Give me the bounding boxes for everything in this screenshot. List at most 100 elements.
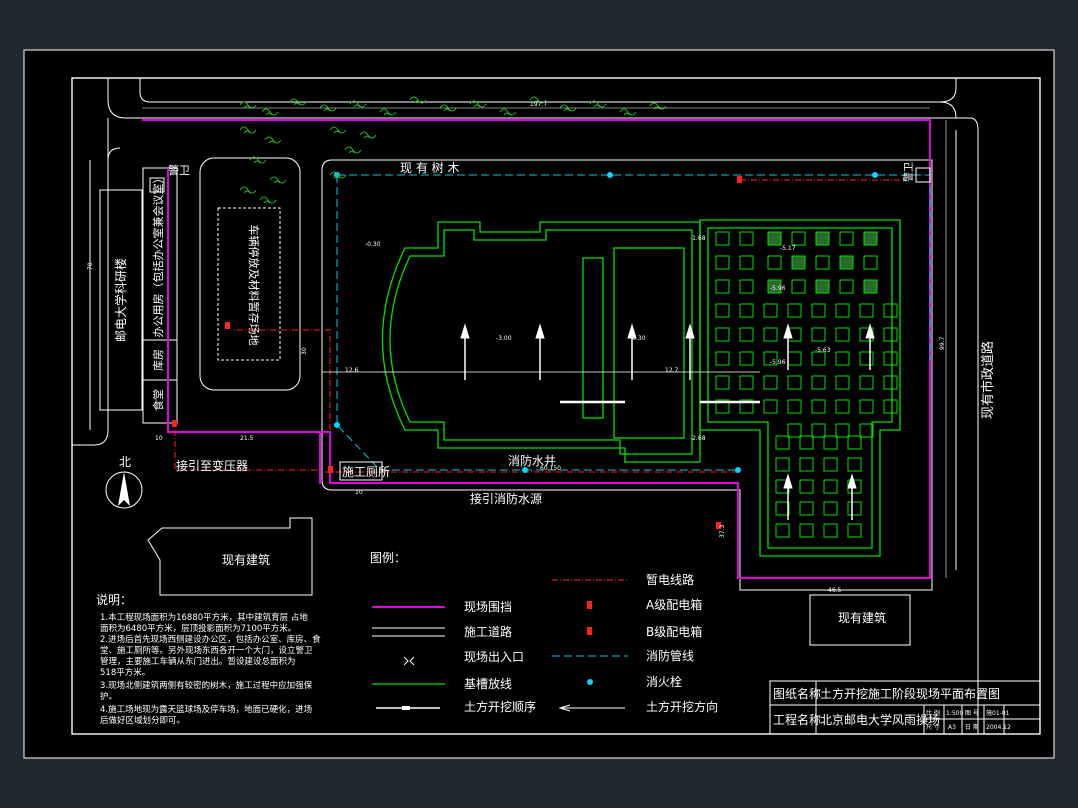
dim-se: 46.5 [828,587,842,594]
parking-outline [199,157,301,391]
note-line: 后做好区域划分即可。 [100,715,185,726]
trees-label: 现 有 树 木 [400,160,459,175]
pit-cell [787,303,802,318]
pit-cell [799,457,814,472]
pit-cell [739,375,754,390]
pit-cell [815,231,830,246]
dim-park: 30 [301,347,308,355]
tree-icon [409,96,427,104]
pit-cell [859,399,874,414]
dim-gate-r: 60.150 [540,465,561,472]
pit-cell [883,375,898,390]
pit-cell [823,457,838,472]
pit-cell [715,351,730,366]
legend-label-fire-pipe: 消防管线 [646,648,694,663]
legend-swatch-hydrant [587,679,593,685]
pit-cell [787,423,802,438]
pit-cell [811,399,826,414]
tree-icon [261,108,279,116]
legend-label-hydrant: 消火栓 [646,674,682,689]
pit-cell [715,327,730,342]
level-7: -2.68 [690,435,706,442]
pit-cell [883,303,898,318]
west-building [99,189,143,411]
tree-icon [349,100,367,108]
tb-scale-label: 比 例 [926,709,940,717]
pit-cell [715,375,730,390]
pit-cell [767,279,782,294]
dimensions: 197.7 99.7 46.5 21.5 10 37.3 -0.30 -3.00… [87,101,947,594]
pit-cell [811,303,826,318]
north-label: 北 [119,455,131,469]
level-8: -5.17 [780,245,796,252]
pit-cell [815,255,830,270]
toilet-label: 施工厕所 [342,465,390,479]
pit-cell [763,399,778,414]
fire-pipe [336,174,931,471]
temp-power-line [174,179,900,473]
canteen-label: 食堂 [151,389,165,411]
tree-icon [619,108,637,116]
legend-swatch-box-b [587,627,592,635]
tb-sheet: 施01-01 [986,709,1010,717]
legend-title: 图例： [370,551,406,565]
hydrant [607,172,613,178]
dim-gate-l: 10 [155,435,163,442]
pit-cell [775,523,790,538]
pit-cell [791,255,806,270]
existing-bldg-sw-label: 现有建筑 [222,552,270,567]
pit-cell [715,279,730,294]
tree-icon [469,100,487,108]
transformer-label: 接引至变压器 [176,458,248,473]
tree-icon [649,102,667,110]
tree-icon [239,101,257,109]
legend-label-fence: 现场围挡 [464,600,512,614]
tree-icon [264,136,282,144]
warehouse-label: 库房 [152,349,165,371]
pit-cell [859,351,874,366]
dim-small-b: 12.7 [665,367,679,374]
dist-box [172,420,177,427]
level-3: -5.96 [770,359,786,366]
dim-top: 197.7 [530,101,547,108]
pit-cell [839,231,854,246]
note-line: 4.施工场地现为露天篮球场及停车场，地面已硬化，进场 [100,704,312,715]
office-block [142,167,178,424]
pit-cell [799,435,814,450]
fire-source-label: 接引消防水源 [470,491,542,506]
dim-bottom-left: 21.5 [240,435,254,442]
hydrant [522,467,528,473]
note-line: 2.进场后首先现场西侧建设办公区，包括办公室、库房、食 [100,634,321,645]
pit-cell [763,303,778,318]
pit-cell [799,501,814,516]
pit-cell [739,399,754,414]
note-line: 管理，主要施工车辆从东门进出。暂设建设总面积为 [100,656,296,667]
level-6: -1.68 [690,235,706,242]
east-road-label: 现有市政道路 [980,341,996,419]
tb-date-label: 日 期 [965,723,979,731]
pit-cell [847,523,862,538]
existing-building-sw [147,517,313,596]
pit-cell [847,501,862,516]
tree-icon [329,171,347,179]
tb-size-label: 尺 寸 [926,723,940,731]
note-line: 3.现场北侧建筑两侧有较密的树木，施工过程中应加强保 [100,680,313,691]
level-5: -0.30 [630,335,646,342]
pit-cell [815,279,830,294]
guard-nw-label: 警卫 [168,163,190,177]
fire-well-label: 消防水井 [508,453,556,468]
pit-cell [739,303,754,318]
dim-east: 99.7 [939,336,946,350]
tree-icon [289,98,307,106]
tb-project-label: 工程名称 [773,712,821,727]
pit-cell [847,435,862,450]
pit-cell [739,351,754,366]
pit-cell [863,279,878,294]
pit-cell [763,351,778,366]
level-4: -5.63 [815,347,831,354]
legend-label-road: 施工道路 [464,624,512,639]
tree-icon [344,146,362,154]
hydrant [735,467,741,473]
north-arrow-icon [118,472,130,506]
pit-cell [739,255,754,270]
